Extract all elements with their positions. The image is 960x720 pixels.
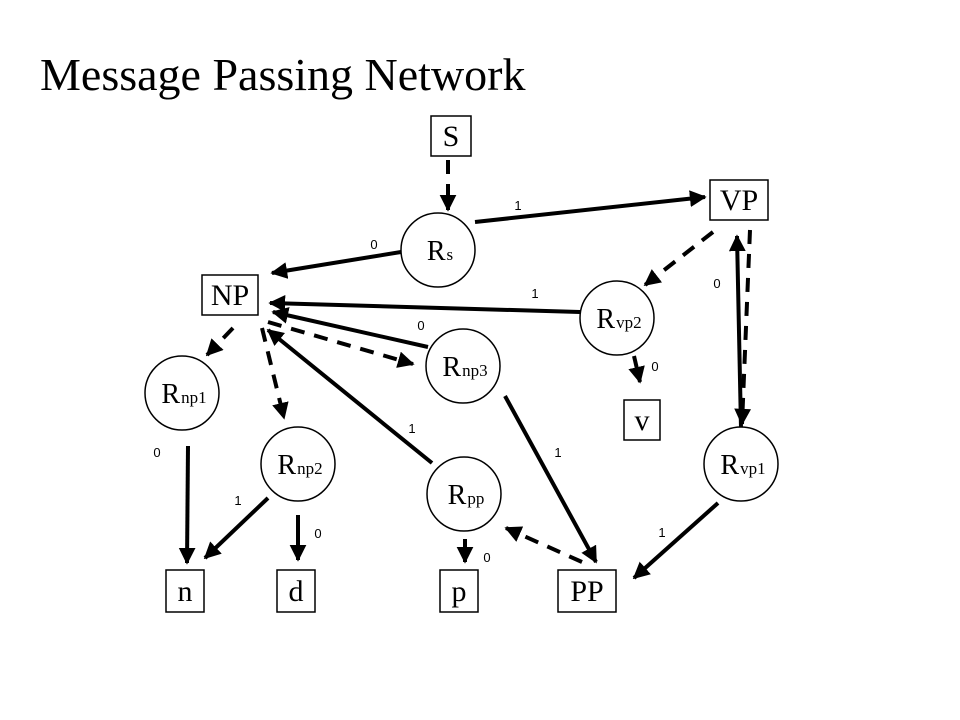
edge-np-rnp3 bbox=[267, 320, 415, 368]
edge-label-rvp1-vp: 0 bbox=[713, 276, 720, 291]
node-d-box: d bbox=[276, 569, 316, 613]
edge-rnp1-n bbox=[178, 445, 196, 565]
node-rnp1-label-sub: np1 bbox=[181, 388, 207, 407]
edge-vp-rvp2 bbox=[643, 230, 715, 287]
node-rnp2-label: Rnp2 bbox=[277, 450, 322, 481]
edge-label-rvp2-np: 1 bbox=[531, 286, 538, 301]
node-rs-circle: Rs bbox=[400, 212, 476, 288]
edge-rpp-np bbox=[266, 328, 434, 465]
edge-label-rnp1-n: 0 bbox=[153, 445, 160, 460]
edges bbox=[178, 160, 752, 580]
edge-label-rs-vp: 1 bbox=[514, 198, 521, 213]
edge-rs-np bbox=[270, 250, 402, 279]
node-rvp1-label-sub: vp1 bbox=[740, 459, 766, 478]
node-v-box: v bbox=[623, 399, 661, 441]
node-rnp3-circle: Rnp3 bbox=[425, 328, 501, 404]
node-rnp1-label: Rnp1 bbox=[161, 379, 206, 410]
node-rnp3-label: Rnp3 bbox=[442, 352, 487, 383]
edge-np-rnp2 bbox=[260, 327, 289, 420]
node-rs-label-sub: s bbox=[447, 245, 454, 264]
edge-rnp2-n bbox=[203, 496, 270, 560]
edge-label-rvp2-v: 0 bbox=[651, 359, 658, 374]
edge-label-rpp-np: 1 bbox=[408, 421, 415, 436]
node-n-label: n bbox=[178, 575, 193, 608]
node-pp-box: PP bbox=[557, 569, 617, 613]
node-n-box: n bbox=[165, 569, 205, 613]
node-p-box: p bbox=[439, 569, 479, 613]
node-pp-label: PP bbox=[570, 575, 603, 608]
node-rnp2-circle: Rnp2 bbox=[260, 426, 336, 502]
edge-rvp2-v bbox=[628, 355, 645, 384]
node-rvp2-label: Rvp2 bbox=[596, 304, 641, 335]
node-d-label: d bbox=[289, 575, 304, 608]
node-rs-label-main: R bbox=[427, 236, 446, 267]
edge-labels: 1 0 0 1 0 0 1 0 1 0 1 0 1 bbox=[153, 198, 720, 565]
edge-label-rnp3-np: 0 bbox=[417, 318, 424, 333]
node-rnp2-label-main: R bbox=[277, 450, 296, 481]
node-rvp1-label: Rvp1 bbox=[720, 450, 765, 481]
edge-label-rnp2-d: 0 bbox=[314, 526, 321, 541]
node-rvp2-label-sub: vp2 bbox=[616, 313, 642, 332]
node-p-label: p bbox=[452, 575, 467, 608]
node-s-label: S bbox=[443, 120, 460, 153]
edge-rvp2-np bbox=[268, 295, 581, 314]
node-rpp-label-main: R bbox=[448, 480, 467, 511]
node-rvp1-label-main: R bbox=[720, 450, 739, 481]
diagram-title: Message Passing Network bbox=[40, 49, 526, 100]
edge-rnp3-np bbox=[271, 307, 429, 349]
node-rvp1-circle: Rvp1 bbox=[703, 426, 779, 502]
node-rnp1-circle: Rnp1 bbox=[144, 355, 220, 431]
edge-label-rnp3-pp: 1 bbox=[554, 445, 561, 460]
node-rvp2-label-main: R bbox=[596, 304, 615, 335]
edge-label-rvp1-pp: 1 bbox=[658, 525, 665, 540]
node-np-label: NP bbox=[211, 279, 249, 312]
node-rs-label: Rs bbox=[427, 236, 453, 267]
edge-rs-vp bbox=[474, 190, 707, 224]
node-s-box: S bbox=[430, 115, 472, 157]
node-rnp3-label-sub: np3 bbox=[462, 361, 488, 380]
node-rnp3-label-main: R bbox=[442, 352, 461, 383]
node-rpp-circle: Rpp bbox=[426, 456, 502, 532]
edge-vp-rvp1 bbox=[734, 229, 752, 426]
node-np-box: NP bbox=[201, 274, 259, 316]
node-vp-box: VP bbox=[709, 179, 769, 221]
node-rpp-label: Rpp bbox=[448, 480, 485, 511]
node-rpp-label-sub: pp bbox=[467, 489, 484, 508]
node-vp-label: VP bbox=[720, 184, 758, 217]
edge-np-rnp1 bbox=[205, 326, 235, 357]
edge-rvp1-vp bbox=[728, 234, 746, 429]
node-rnp1-label-main: R bbox=[161, 379, 180, 410]
node-rvp2-circle: Rvp2 bbox=[579, 280, 655, 356]
edge-rnp3-pp bbox=[503, 395, 598, 564]
edge-rvp1-pp bbox=[632, 501, 720, 580]
node-v-label: v bbox=[635, 404, 650, 437]
node-rnp2-label-sub: np2 bbox=[297, 459, 323, 478]
edge-label-rs-np: 0 bbox=[370, 237, 377, 252]
edge-label-rnp2-n: 1 bbox=[234, 493, 241, 508]
edge-pp-rpp bbox=[504, 526, 583, 564]
edge-label-rpp-p: 0 bbox=[483, 550, 490, 565]
